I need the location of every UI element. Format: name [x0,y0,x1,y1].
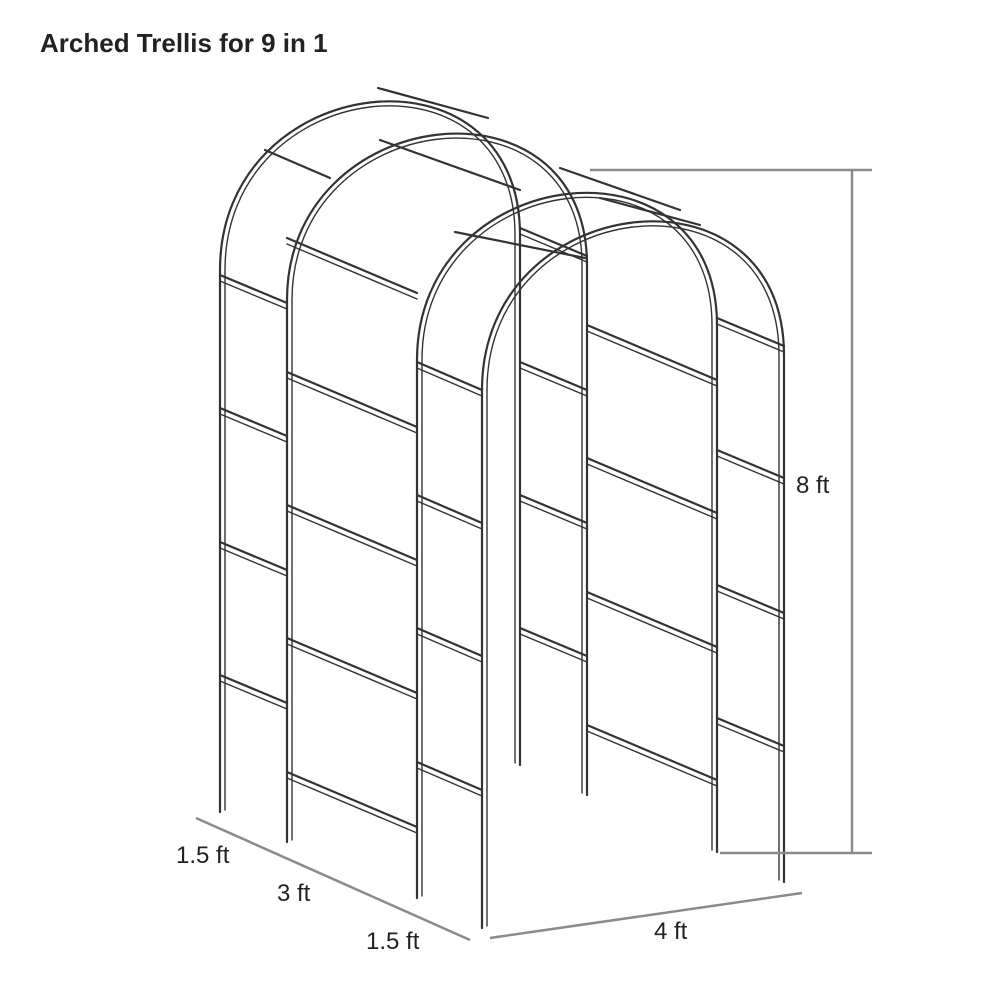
height-label: 8 ft [796,472,830,499]
depth-front-label: 1.5 ft [176,842,230,869]
right-mid-rung-edge-3 [586,597,718,654]
right-back-rung-edge-3 [716,590,785,620]
right-front-rung-2 [518,360,589,392]
right-front-rung-edge-2 [519,367,588,397]
left-front-rung-edge-1 [219,280,288,310]
left-back-rung-2 [415,493,484,525]
left-mid-rung-4 [285,636,419,695]
arch-tube-inner [486,225,780,927]
arch-2 [285,132,589,844]
dimension-lines [195,168,872,942]
arch-tube-outer [218,100,522,814]
left-mid-rung-5 [285,770,419,829]
right-front-rung-1 [518,226,589,258]
left-front-rung-3 [218,540,289,572]
left-back-rung-edge-4 [416,767,483,797]
right-back-rung-edge-1 [716,323,785,353]
arch-tube-inner [421,196,713,897]
right-back-rung-edge-2 [716,455,785,485]
left-back-rung-edge-2 [416,500,483,530]
arch-tube-outer [415,191,719,900]
left-front-rung-4 [218,673,289,705]
right-mid-rung-2 [585,456,719,515]
left-mid-rung-edge-4 [286,643,418,700]
right-mid-rung-4 [585,723,719,782]
left-mid-rung-edge-5 [286,777,418,834]
right-back-rung-1 [715,316,786,348]
depth-dimension-line [195,816,471,942]
right-back-rung-edge-4 [716,723,785,753]
roof-rung-5 [558,166,682,212]
left-back-rung-edge-3 [416,633,483,663]
left-mid-rung-edge-3 [286,510,418,567]
left-back-rung-1 [415,360,484,392]
depth-total-label: 3 ft [277,880,311,907]
arch-tube-inner [291,137,583,841]
arch-tube-outer [480,220,786,930]
right-mid-rung-edge-4 [586,730,718,787]
left-mid-rung-2 [285,370,419,429]
right-mid-rung-3 [585,590,719,649]
left-front-rung-edge-3 [219,547,288,577]
left-back-rung-4 [415,760,484,792]
right-mid-rung-edge-1 [586,330,718,387]
right-back-rung-4 [715,716,786,748]
width-dimension-line [489,891,803,940]
width-label: 4 ft [654,918,688,945]
left-back-rung-edge-1 [416,367,483,397]
right-front-rung-edge-3 [519,500,588,530]
right-front-rung-3 [518,493,589,525]
right-front-rung-4 [518,626,589,658]
right-mid-rung-edge-2 [586,463,718,520]
left-front-rung-2 [218,406,289,438]
arch-tube-inner [224,105,516,811]
right-back-rung-2 [715,448,786,480]
roof-rung-6 [598,196,702,227]
right-front-rung-edge-1 [519,233,588,263]
arch-4 [480,220,786,930]
left-mid-rung-edge-1 [286,243,418,300]
right-front-rung-edge-4 [519,633,588,663]
left-front-rung-1 [218,273,289,305]
roof-rung-4 [453,230,587,260]
arch-3 [415,191,719,900]
left-mid-rung-edge-2 [286,377,418,434]
roof-rung-2 [376,86,490,120]
left-mid-rung-3 [285,503,419,562]
arch-1 [218,100,522,814]
left-front-rung-edge-4 [219,680,288,710]
roof-rung-3 [378,138,522,192]
trellis-frame [218,86,786,930]
left-front-rung-edge-2 [219,413,288,443]
diagram-title: Arched Trellis for 9 in 1 [40,28,328,58]
roof-rung-1 [263,148,332,180]
right-mid-rung-1 [585,323,719,382]
arch-tube-outer [285,132,589,844]
left-mid-rung-1 [285,236,419,295]
right-back-rung-3 [715,583,786,615]
left-back-rung-3 [415,626,484,658]
depth-back-label: 1.5 ft [366,928,420,955]
